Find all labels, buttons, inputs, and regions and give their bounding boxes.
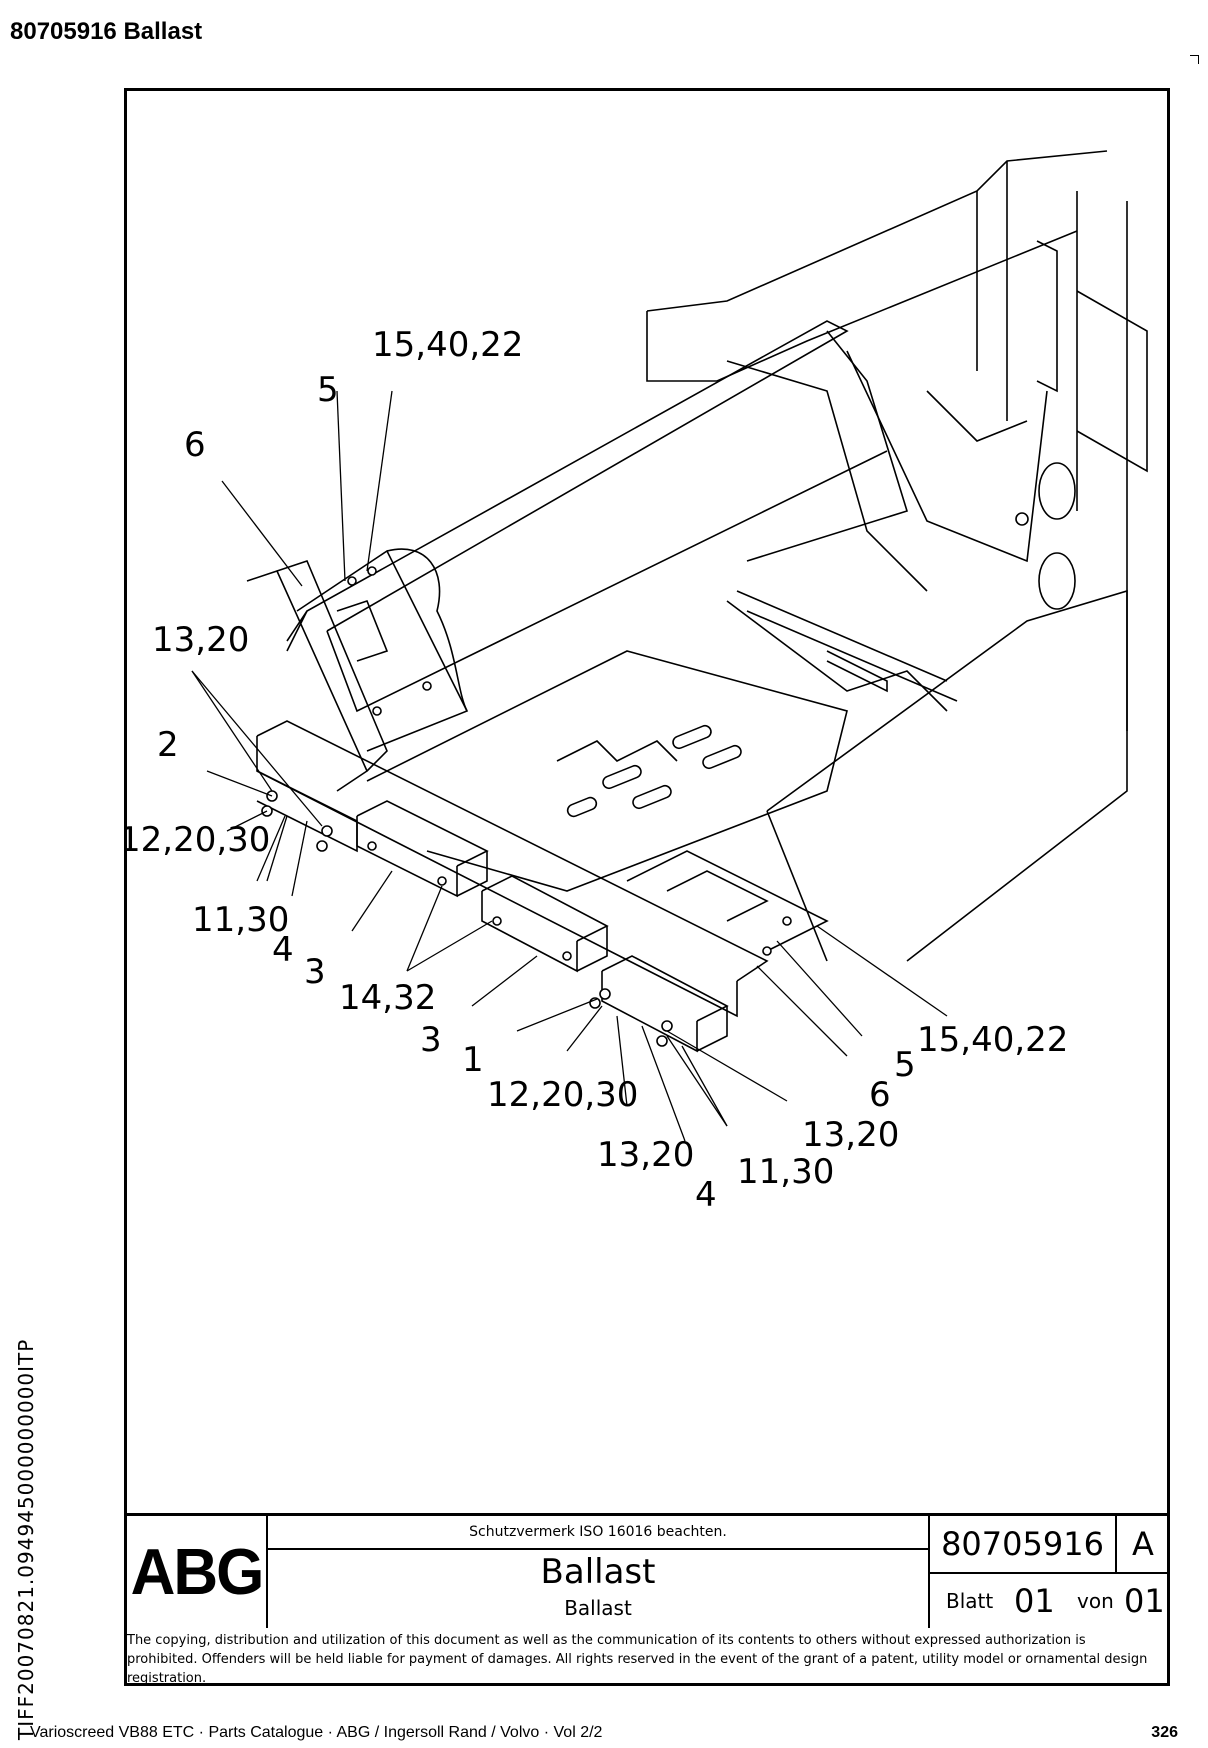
- of-label: von: [1077, 1589, 1114, 1613]
- callout-label: 2: [157, 725, 179, 765]
- callout-label: 15,40,22: [917, 1020, 1068, 1060]
- page-number: 326: [1151, 1724, 1178, 1741]
- callout-label: 13,20: [802, 1115, 899, 1155]
- callout-label: 1: [462, 1040, 484, 1080]
- number-cell: 80705916 A Blatt 01 von 01: [928, 1516, 1169, 1628]
- callout-label: 11,30: [192, 900, 289, 940]
- callout-labels: 15,40,22 5 6 13,20 2 12,20,30 11,30 4 3 …: [127, 325, 1068, 1215]
- corner-mark: [1190, 55, 1199, 64]
- drawing-number: 80705916: [930, 1516, 1117, 1574]
- leader-lines: [191, 390, 948, 1142]
- callout-label: 15,40,22: [372, 325, 523, 365]
- callout-label: 11,30: [737, 1152, 834, 1192]
- title-block: ABG Schutzvermerk ISO 16016 beachten. Ba…: [127, 1513, 1169, 1628]
- callout-label: 6: [869, 1075, 891, 1115]
- callout-label: 3: [304, 952, 326, 992]
- callout-label: 13,20: [597, 1135, 694, 1175]
- sheet-total: 01: [1124, 1582, 1165, 1620]
- callout-label: 6: [184, 425, 206, 465]
- exploded-drawing: 15,40,22 5 6 13,20 2 12,20,30 11,30 4 3 …: [127, 150, 1148, 1215]
- revision: A: [1117, 1516, 1169, 1574]
- callout-label: 13,20: [152, 620, 249, 660]
- protection-note: Schutzvermerk ISO 16016 beachten.: [268, 1516, 928, 1550]
- page-title: 80705916 Ballast: [10, 18, 203, 45]
- sheet-number: 01: [1014, 1582, 1055, 1620]
- callout-label: 14,32: [339, 978, 436, 1018]
- drawing-subtitle: Ballast: [564, 1596, 632, 1620]
- callout-label: 4: [695, 1175, 717, 1215]
- callout-label: 5: [317, 370, 339, 410]
- callout-label: 4: [272, 930, 294, 970]
- abg-logo: ABG: [130, 1535, 265, 1609]
- logo-cell: ABG: [127, 1516, 268, 1628]
- callout-label: 3: [420, 1020, 442, 1060]
- sheet-label: Blatt: [946, 1589, 994, 1613]
- callout-label: 5: [894, 1045, 916, 1085]
- callout-label: 12,20,30: [487, 1075, 638, 1115]
- side-code: TIFF20070821.094945000000000ITP: [14, 1338, 38, 1740]
- drawing-title: Ballast: [540, 1552, 656, 1592]
- callout-label: 12,20,30: [127, 820, 270, 860]
- copyright-notice: The copying, distribution and utilizatio…: [127, 1633, 1148, 1686]
- sheet-row: Blatt 01 von 01: [930, 1574, 1169, 1628]
- machine-linework: [246, 150, 1148, 1053]
- drawing-frame: [124, 88, 1170, 1686]
- footer-text: Varioscreed VB88 ETC · Parts Catalogue ·…: [30, 1724, 603, 1741]
